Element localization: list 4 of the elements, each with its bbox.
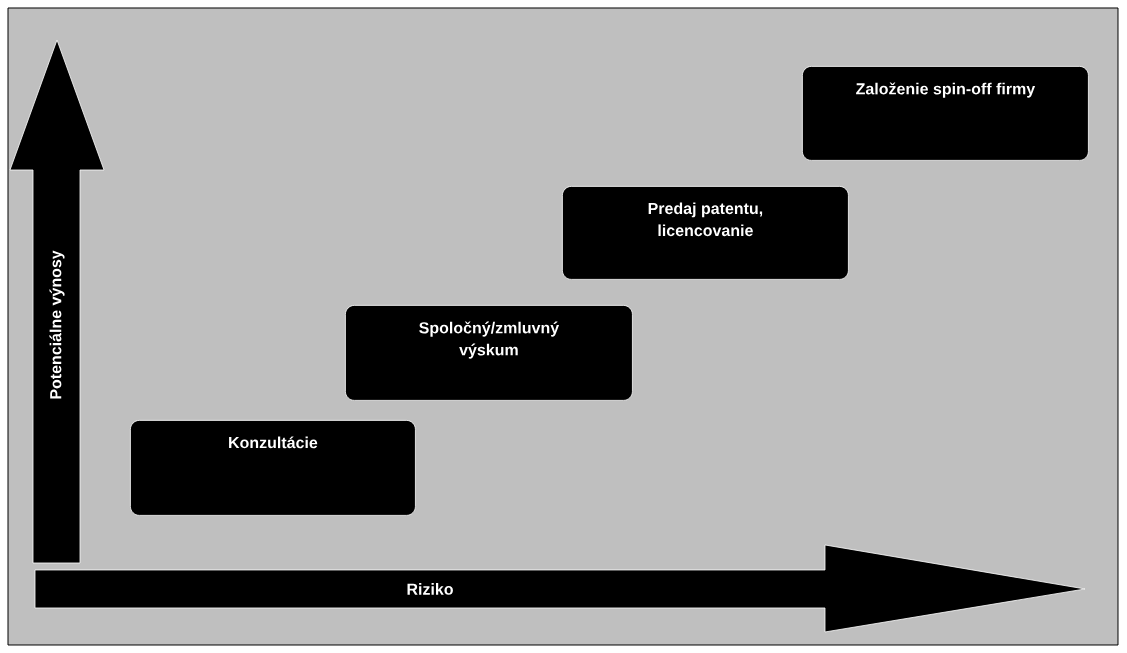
text-box: Predaj patentu, licencovanie: [562, 186, 849, 280]
text-box: Založenie spin-off firmy: [802, 66, 1089, 161]
text-box: Konzultácie: [130, 420, 416, 516]
text-box: Spoločný/zmluvný výskum: [345, 305, 633, 401]
